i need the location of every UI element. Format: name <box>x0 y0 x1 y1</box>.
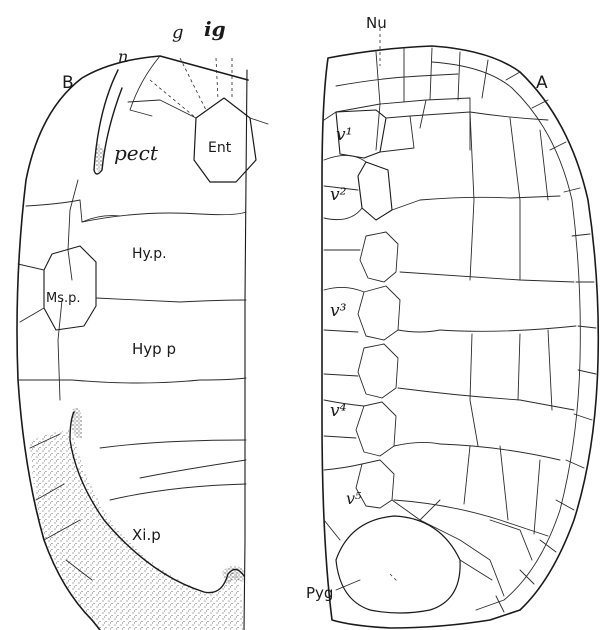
vertebral-2 <box>358 162 392 220</box>
label-v4: v⁴ <box>330 401 347 421</box>
label-hypo: Hyp p <box>132 340 176 358</box>
label-nu: Nu <box>366 14 387 32</box>
posterior-plates <box>392 500 532 596</box>
gular-sutures <box>150 58 232 118</box>
plastron-rim <box>130 56 160 116</box>
mesoplastron <box>44 246 96 330</box>
label-n: n <box>118 47 128 66</box>
label-pyg: Pyg <box>306 584 333 602</box>
left-margin-plates <box>324 112 360 540</box>
costal-verticals <box>464 112 552 534</box>
label-hyp: Hy.p. <box>132 246 167 262</box>
panel-letter-a: A <box>536 73 548 93</box>
scute-line-b <box>110 484 246 500</box>
humero-pectoral-line <box>26 200 246 222</box>
posterior-notch-tip <box>72 408 82 438</box>
pygal-dash <box>390 574 398 582</box>
carapace-outline <box>322 46 598 628</box>
label-v1: v¹ <box>336 125 352 145</box>
panel-letter-b: B <box>62 73 74 93</box>
femoral-line <box>18 378 246 383</box>
left-rim-line <box>58 180 78 400</box>
label-g: g <box>172 22 184 43</box>
label-msp: Ms.p. <box>46 291 81 306</box>
scute-line-a <box>100 440 246 448</box>
plastron-midline <box>244 70 247 630</box>
label-ig: ig <box>204 17 226 41</box>
label-pect: pect <box>114 141 159 165</box>
carapace-view <box>322 28 598 628</box>
xiphi-suture <box>140 460 246 478</box>
label-v2: v² <box>330 185 347 205</box>
label-v5: v⁵ <box>346 489 362 508</box>
hyo-hypo-suture <box>96 298 246 302</box>
carapace-inner-rim <box>432 62 580 610</box>
msp-left-lines <box>18 264 44 322</box>
marginal-plates <box>496 72 596 612</box>
label-v3: v³ <box>330 301 347 321</box>
costal-lines <box>394 112 576 536</box>
label-xip: Xi.p <box>132 526 161 544</box>
pyg-leader <box>336 580 360 590</box>
vertebral-3-col <box>356 232 400 508</box>
label-ent: Ent <box>208 140 232 156</box>
